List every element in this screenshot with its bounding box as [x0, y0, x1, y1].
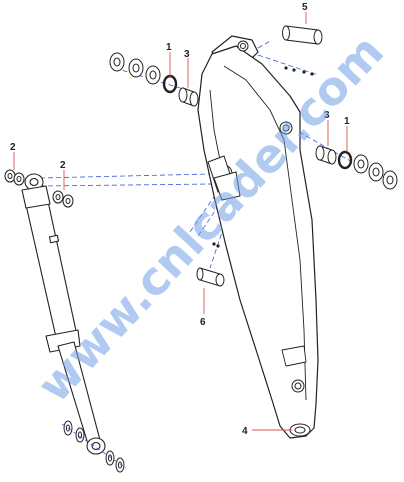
- arm-body: [197, 35, 319, 439]
- bushing-3-right: [315, 145, 337, 165]
- callout-1-top: 1: [166, 42, 172, 53]
- seal-ring-1-top: [162, 74, 178, 94]
- leader-lines: [13, 12, 348, 431]
- washers-2-left: [4, 169, 25, 186]
- callout-2-mid: 2: [60, 160, 66, 171]
- callout-5: 5: [302, 2, 308, 13]
- seal-ring-1-right: [337, 150, 353, 170]
- hinge-linkage: [207, 155, 241, 201]
- callout-2-left: 2: [10, 142, 16, 153]
- callout-1-right: 1: [344, 116, 350, 127]
- hydraulic-cylinder: [21, 173, 106, 455]
- callout-4: 4: [242, 426, 248, 437]
- washers-2-mid: [52, 190, 74, 208]
- callout-3-right: 3: [324, 110, 330, 121]
- pin-5: [282, 25, 323, 45]
- right-washer-stack: [353, 154, 398, 190]
- pin-6: [196, 267, 225, 287]
- top-bolts: [212, 66, 314, 248]
- callout-3-top: 3: [184, 49, 190, 60]
- cylinder-bottom-dashes: [61, 423, 127, 469]
- callout-6: 6: [200, 317, 206, 328]
- bushing-3-top: [178, 87, 199, 107]
- callout-labels: 1 3 5 3 1 2 2 6 4: [10, 2, 350, 437]
- top-left-washer-stack: [109, 52, 161, 85]
